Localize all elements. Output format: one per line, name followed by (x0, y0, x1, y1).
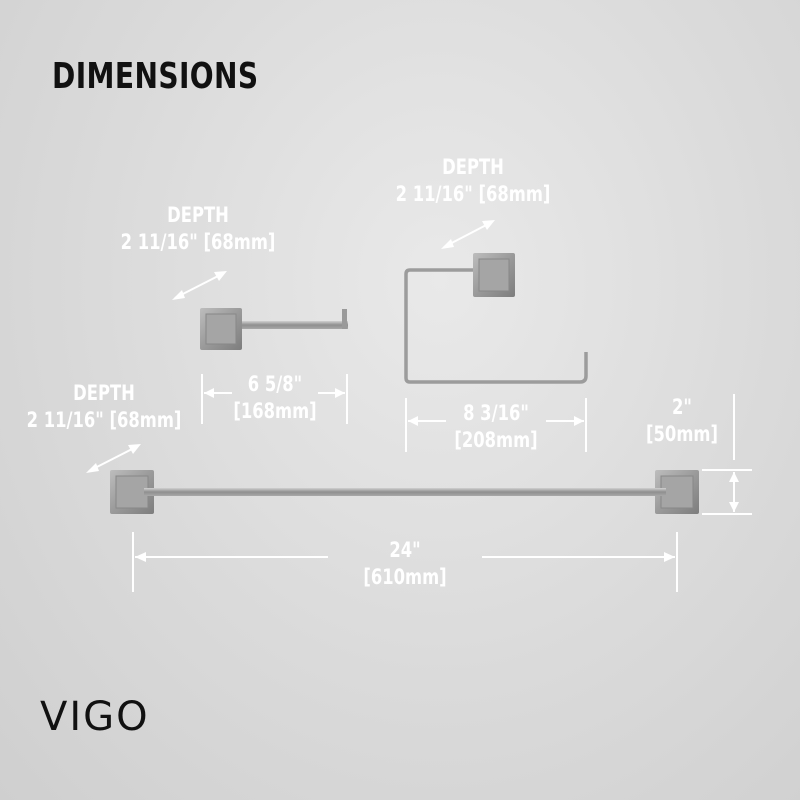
depth-heading: DEPTH (73, 381, 135, 405)
dimension-lines (86, 220, 752, 592)
depth-heading: DEPTH (167, 203, 229, 227)
brand-logo: VIGO (40, 694, 150, 740)
towel-ring-width-label: 8 3/16" [208mm] (454, 400, 537, 454)
width-metric: [168mm] (233, 399, 317, 423)
towel-bar (110, 470, 699, 514)
paper-holder (200, 308, 348, 350)
depth-heading: DEPTH (442, 155, 504, 179)
width-imperial: 8 3/16" (463, 401, 529, 425)
height-metric: [50mm] (646, 422, 718, 446)
width-imperial: 24" (389, 538, 421, 562)
towel-bar-depth-label: DEPTH 2 11/16" [68mm] (27, 380, 182, 434)
towel-bar-height-label: 2" [50mm] (646, 394, 718, 448)
depth-value: 2 11/16" [68mm] (26, 408, 182, 432)
depth-value: 2 11/16" [68mm] (395, 182, 551, 206)
height-imperial: 2" (672, 395, 692, 419)
paper-holder-width-label: 6 5/8" [168mm] (233, 371, 316, 425)
towel-ring-depth-label: DEPTH 2 11/16" [68mm] (396, 154, 551, 208)
paper-holder-depth-label: DEPTH 2 11/16" [68mm] (121, 202, 276, 256)
width-metric: [610mm] (363, 565, 447, 589)
width-imperial: 6 5/8" (247, 372, 303, 396)
towel-bar-width-label: 24" [610mm] (363, 537, 446, 591)
depth-value: 2 11/16" [68mm] (120, 230, 276, 254)
page-title: DIMENSIONS (52, 56, 259, 97)
towel-ring (404, 253, 588, 384)
width-metric: [208mm] (454, 428, 538, 452)
